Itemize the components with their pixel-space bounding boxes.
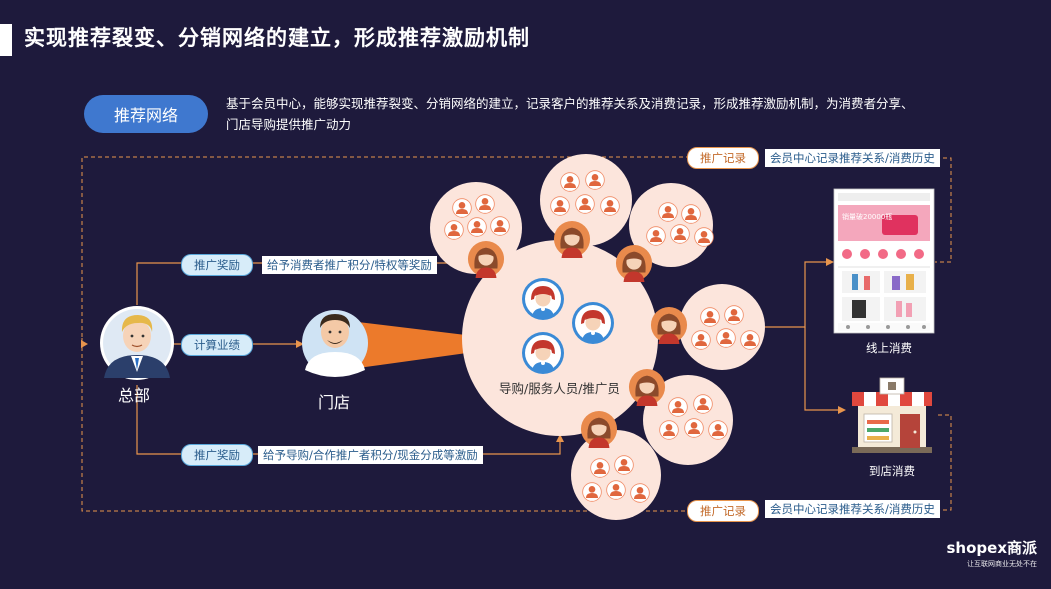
recommend-network-badge: 推荐网络 — [84, 95, 208, 133]
record-tag-bottom: 推广记录 — [687, 500, 759, 522]
logo-slogan: 让互联网商业无处不在 — [967, 560, 1037, 568]
reward-tag-top: 推广奖励 — [181, 254, 253, 276]
offline-consumption-label: 到店消费 — [869, 464, 915, 478]
hq-label: 总部 — [118, 386, 151, 405]
performance-tag: 计算业绩 — [181, 334, 253, 356]
phone-promo-text: 销量破20000瓶 — [842, 213, 893, 221]
store-label: 门店 — [318, 393, 351, 412]
shopex-logo: shopex商派 让互联网商业无处不在 — [947, 537, 1038, 569]
title-accent-bar — [0, 24, 12, 56]
record-top-text: 会员中心记录推荐关系/消费历史 — [765, 149, 940, 167]
online-consumption-label: 线上消费 — [866, 341, 912, 355]
logo-name: shopex商派 — [946, 539, 1038, 557]
record-tag-top: 推广记录 — [687, 147, 759, 169]
reward-bottom-text: 给予导购/合作推广者积分/现金分成等激励 — [258, 446, 483, 464]
center-label: 导购/服务人员/推广员 — [499, 381, 620, 396]
reward-top-text: 给予消费者推广积分/特权等奖励 — [262, 256, 437, 274]
record-bottom-text: 会员中心记录推荐关系/消费历史 — [765, 500, 940, 518]
reward-tag-bottom: 推广奖励 — [181, 444, 253, 466]
description-text: 基于会员中心，能够实现推荐裂变、分销网络的建立，记录客户的推荐关系及消费记录，形… — [226, 96, 914, 132]
page-title: 实现推荐裂变、分销网络的建立，形成推荐激励机制 — [24, 26, 530, 50]
